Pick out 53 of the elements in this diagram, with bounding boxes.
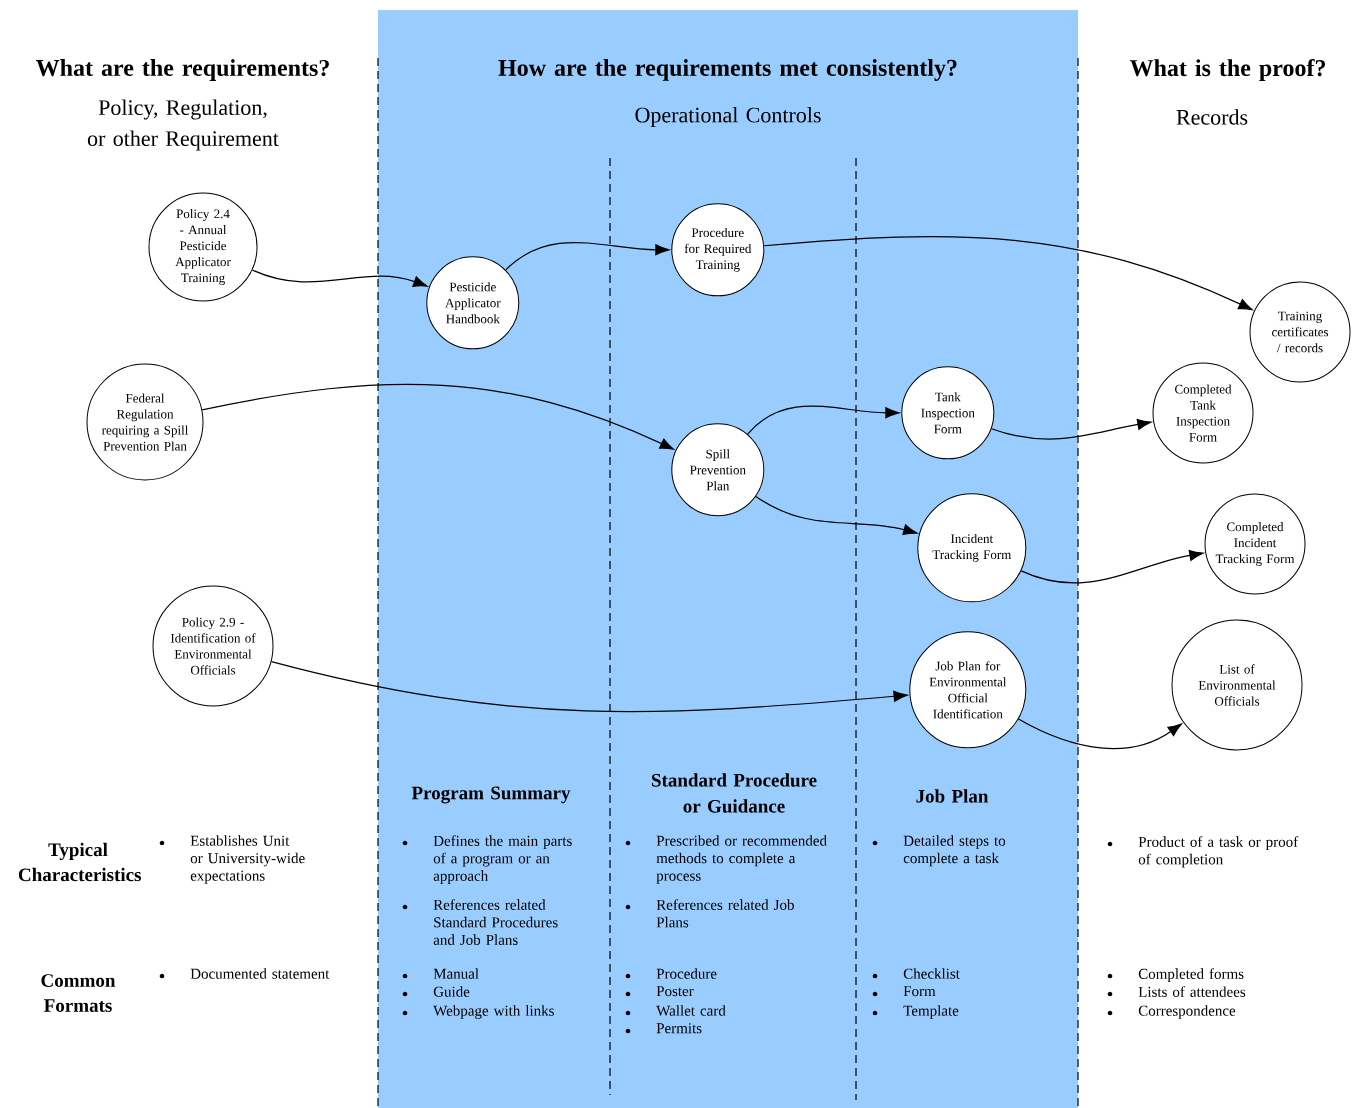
bullet-item: Detailed steps to complete a task xyxy=(872,835,1006,867)
row-heading: Typical Characteristics xyxy=(18,842,141,882)
bullet-item: Form xyxy=(872,986,936,997)
arrow xyxy=(251,269,428,287)
circle-node: Completed Incident Tracking Form xyxy=(1204,493,1306,595)
circle-node: Spill Prevention Plan xyxy=(671,423,765,517)
arrow xyxy=(505,242,670,271)
bullet-item: Prescribed or recommended methods to complete a process xyxy=(625,835,827,884)
column-heading: Program Summary xyxy=(411,786,571,804)
bullet-item: Poster xyxy=(625,986,694,997)
circle-node: Completed Tank Inspection Form xyxy=(1152,362,1254,464)
circle-node: Policy 2.4 - Annual Pesticide Applicator Training xyxy=(148,192,258,302)
circle-node: Job Plan for Environmental Official Identification xyxy=(909,631,1027,749)
circle-node: Federal Regulation requiring a Spill Prevention Plan xyxy=(86,363,204,481)
column-heading: What are the requirements? xyxy=(36,59,329,81)
bullet-item: Establishes Unit or University-wide expectations xyxy=(159,835,305,884)
circle-node: Training certificates / records xyxy=(1249,281,1351,383)
bullet-item: References related Standard Procedures and Job Plans xyxy=(402,899,558,945)
circle-node: Procedure for Required Training xyxy=(671,203,765,297)
circle-node: Pesticide Applicator Handbook xyxy=(426,256,520,350)
arrow xyxy=(747,405,900,435)
circle-node: Tank Inspection Form xyxy=(901,366,995,460)
arrow xyxy=(763,236,1253,311)
arrow xyxy=(990,418,1152,440)
arrow xyxy=(270,661,908,713)
column-heading: Job Plan xyxy=(916,789,989,803)
bullet-item: Lists of attendees xyxy=(1107,986,1246,997)
bullet-item: Guide xyxy=(402,986,470,997)
bullet-item: Manual xyxy=(402,968,479,979)
bullet-item: Product of a task or proof of completion xyxy=(1107,836,1299,868)
circle-node: Policy 2.9 - Identification of Environmental Officials xyxy=(152,585,274,707)
bullet-item: Checklist xyxy=(872,968,960,979)
bullet-item: Webpage with links xyxy=(402,1005,554,1019)
column-subheading: Policy, Regulation, or other Requirement xyxy=(87,99,279,151)
column-heading: Standard Procedure or Guidance xyxy=(651,773,817,813)
arrow xyxy=(755,495,918,536)
arrow xyxy=(1020,549,1204,584)
bullet-item: Documented statement xyxy=(159,968,330,979)
circle-node: List of Environmental Officials xyxy=(1171,619,1303,751)
column-heading: What is the proof? xyxy=(1129,59,1326,81)
bullet-item: Defines the main parts of a program or an approach xyxy=(402,835,572,884)
bullet-item: Permits xyxy=(625,1023,702,1034)
circle-node: Incident Tracking Form xyxy=(917,493,1027,603)
bullet-item: References related Job Plans xyxy=(625,899,794,928)
bullet-item: Completed forms xyxy=(1107,968,1244,982)
row-heading: Common Formats xyxy=(41,974,116,1012)
bullet-item: Correspondence xyxy=(1107,1005,1236,1019)
bullet-item: Wallet card xyxy=(625,1005,726,1016)
arrow xyxy=(1017,718,1182,750)
column-subheading: Records xyxy=(1176,109,1248,125)
arrow xyxy=(201,383,674,450)
bullet-item: Procedure xyxy=(625,968,717,979)
bullet-item: Template xyxy=(872,1005,959,1019)
